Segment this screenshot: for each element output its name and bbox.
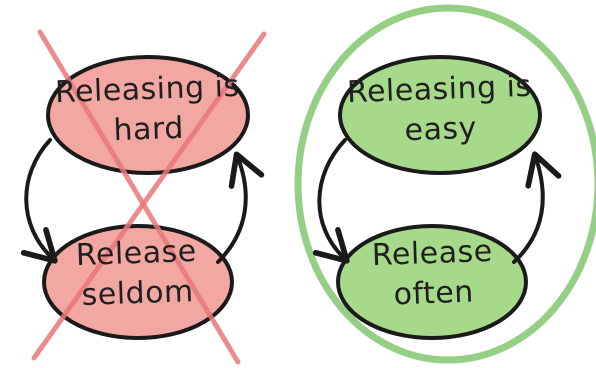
bad-top-line2: hard (112, 110, 185, 149)
good-top-line2: easy (403, 110, 478, 149)
bad-top-node-label: Releasing is hard (47, 67, 250, 154)
bad-bottom-node-shape (42, 224, 234, 340)
bad-arrow-up (216, 151, 265, 264)
good-bottom-line1: Release (371, 233, 494, 274)
good-top-node-shape (338, 55, 542, 175)
good-bottom-node-shape (336, 224, 528, 340)
bad-top-node-shape (46, 55, 250, 175)
bad-arrow-down (20, 138, 58, 264)
good-arrow-up (512, 151, 562, 264)
good-cycle (294, 4, 596, 364)
good-bottom-line2: often (393, 274, 475, 313)
good-bottom-node-label: Release often (337, 231, 530, 318)
bad-bottom-line1: Release (75, 233, 198, 274)
good-ring (294, 4, 596, 364)
good-arrow-down (312, 138, 350, 264)
good-top-line1: Releasing is (346, 68, 533, 111)
cross-line-1 (37, 29, 241, 365)
bad-cycle (20, 29, 267, 365)
cross-line-2 (31, 31, 267, 361)
bad-bottom-line2: seldom (81, 274, 195, 313)
bad-top-line1: Releasing is (54, 68, 241, 111)
good-top-node-label: Releasing is easy (339, 67, 542, 154)
bad-bottom-node-label: Release seldom (41, 231, 234, 318)
